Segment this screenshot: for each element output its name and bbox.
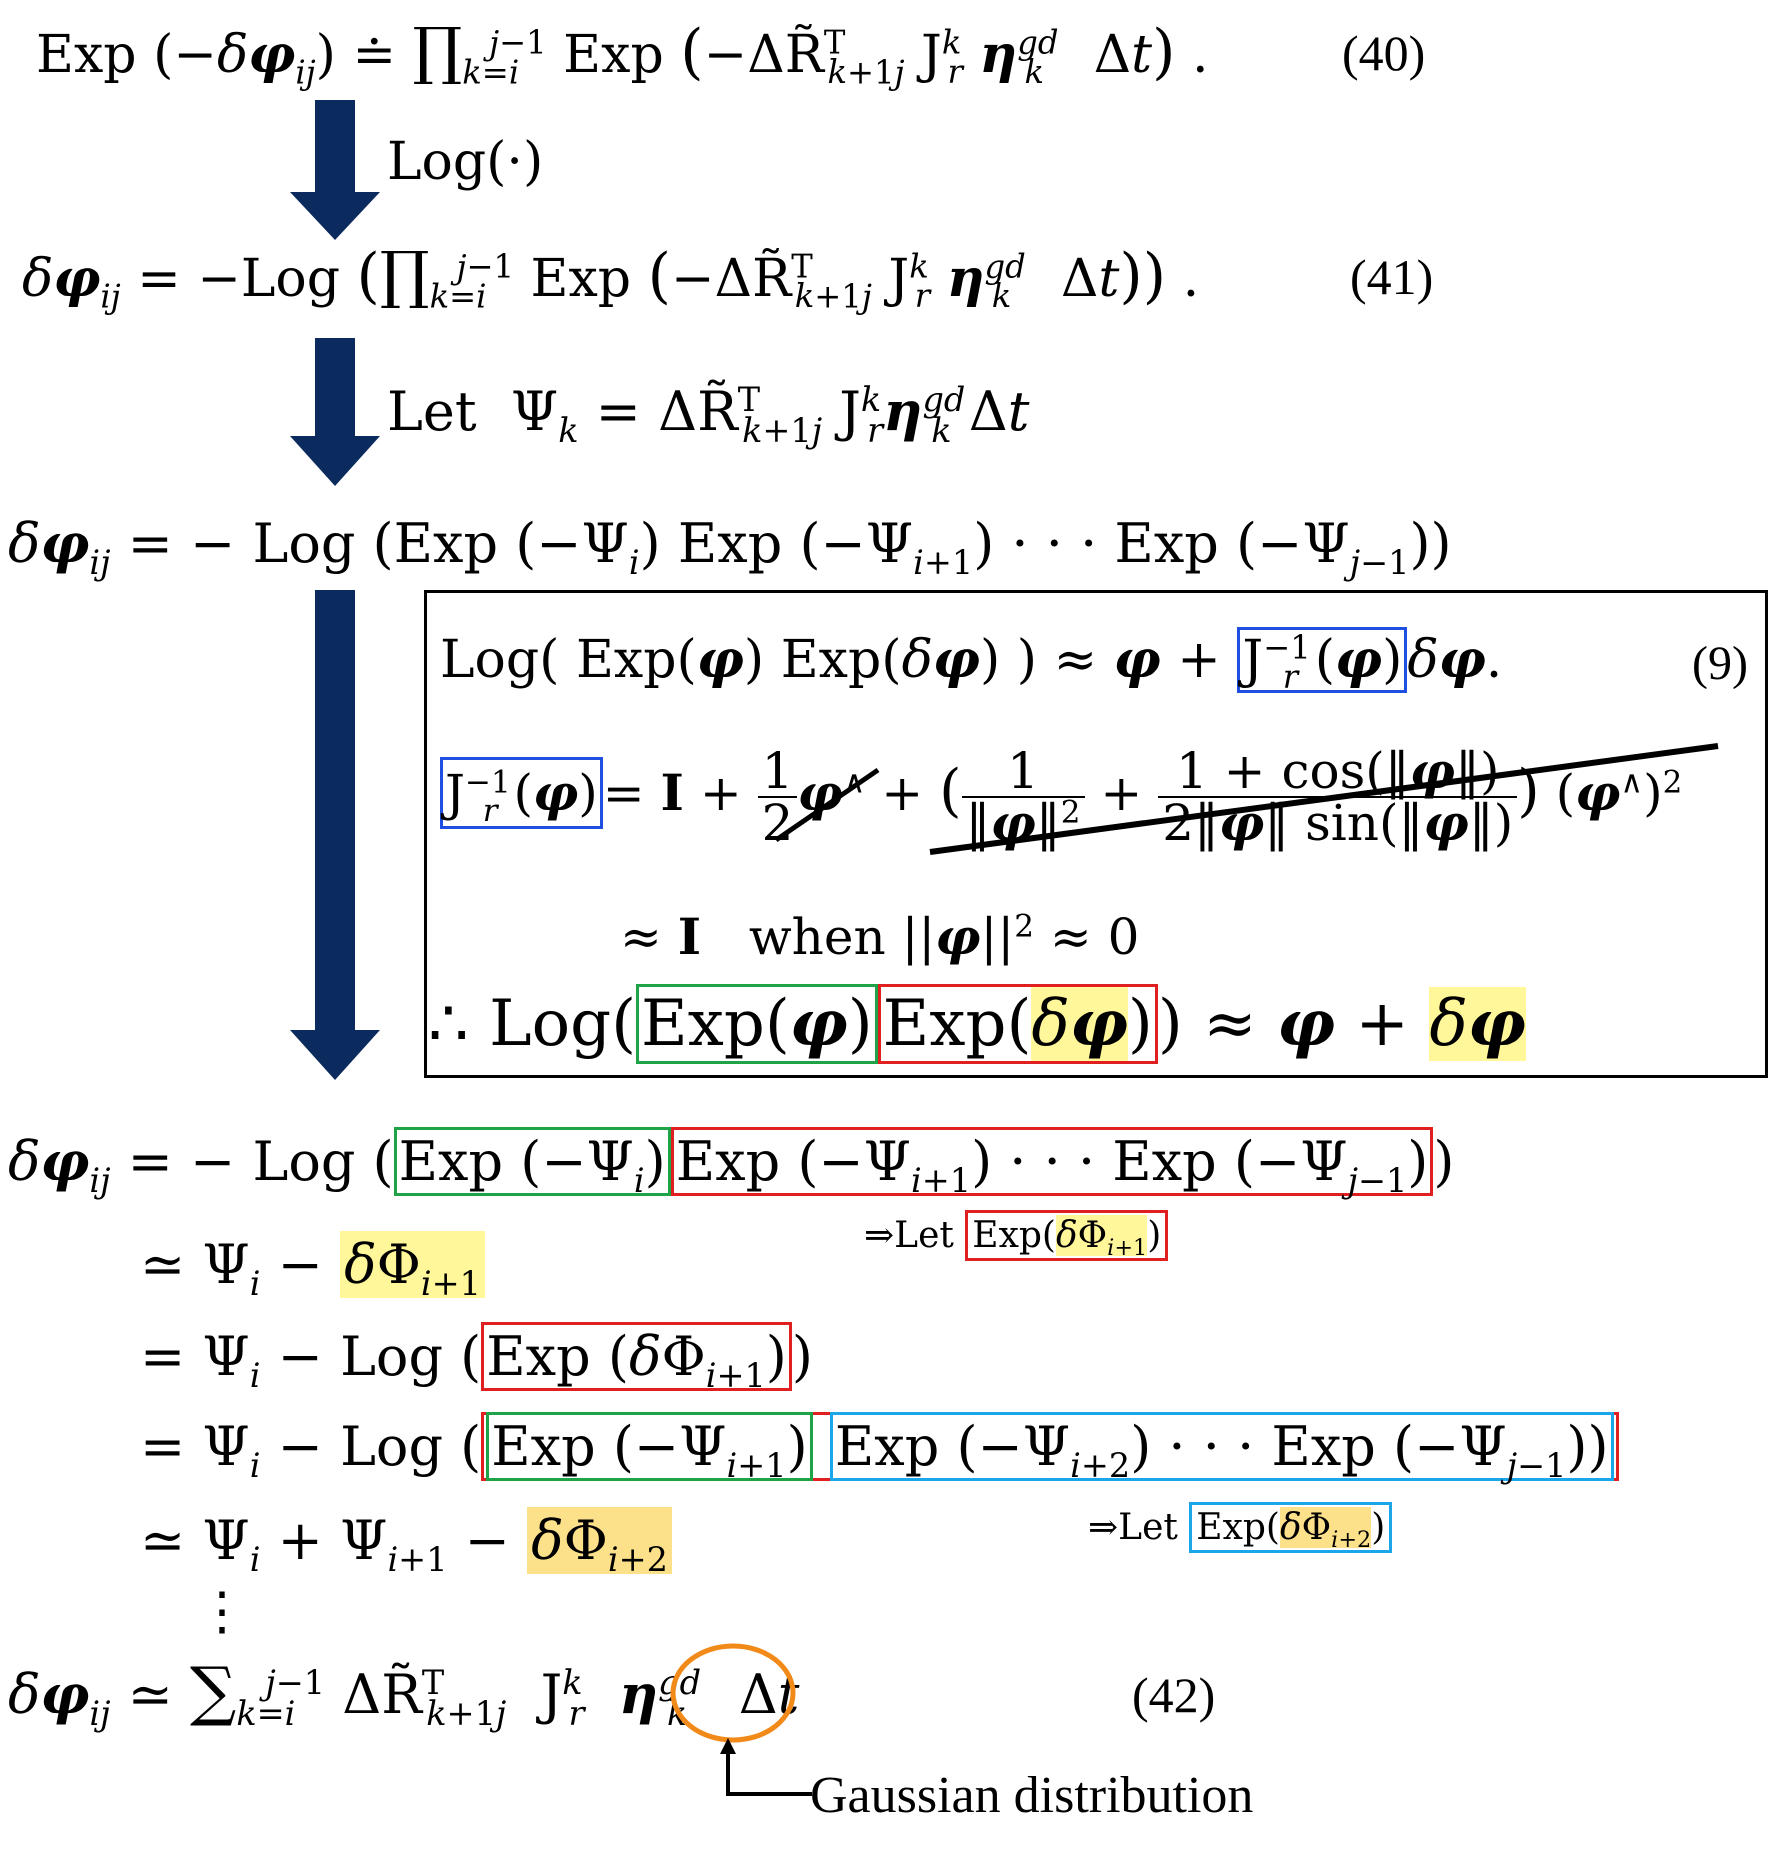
derivation-line-5: ≃ Ψi + Ψi+1 − δΦi+2	[140, 1507, 672, 1576]
let-delta-phi-1: ⇒Let Exp(δΦi+1)	[864, 1210, 1169, 1261]
approx-identity: ≈ I when ||φ||2 ≈ 0	[620, 907, 1140, 966]
equation-number-42: (42)	[1132, 1667, 1216, 1723]
down-arrow-icon	[290, 100, 380, 240]
equation-9: Log( Exp(φ) Exp(δφ) ) ≈ φ + J−1r (φ)δφ.	[440, 627, 1503, 697]
bch-approximation-box	[424, 590, 1768, 1078]
expanded-log-product: δφij = − Log (Exp (−Ψi) Exp (−Ψi+1) · · …	[8, 511, 1452, 582]
pointer-arrow-icon	[720, 1738, 812, 1796]
let-label: Let	[387, 380, 477, 443]
let-delta-phi-2: ⇒Let Exp(δΦi+2)	[1088, 1502, 1393, 1553]
equation-number-41: (41)	[1350, 249, 1434, 305]
let-psi-definition: Let Ψk = ΔR̃Tk+1j Jkrηgdk Δt	[387, 379, 1030, 450]
down-arrow-icon	[290, 338, 380, 486]
equation-number-40: (40)	[1342, 25, 1426, 81]
therefore-result: ∴ Log(Exp(φ)Exp(δφ)) ≈ φ + δφ	[428, 984, 1526, 1064]
let-arrow-label-1: ⇒Let	[864, 1215, 954, 1256]
therefore-symbol: ∴	[428, 987, 469, 1061]
derivation-line-1: δφij = − Log (Exp (−Ψi)Exp (−Ψi+1) · · ·…	[8, 1127, 1455, 1200]
step-log-label: Log(·)	[387, 132, 544, 192]
equation-42: δφij ≃ ∑k=ij−1 ΔR̃Tk+1j Jkr ηgdk Δt	[8, 1654, 800, 1733]
equation-41: δφij = −Log (∏k=ij−1 Exp (−ΔR̃Tk+1j Jkr …	[22, 238, 1200, 316]
strike-through-lines	[774, 743, 1719, 855]
equation-number-9: (9)	[1692, 637, 1748, 690]
equation-40: Exp (−δφij) ≐ ∏k=ij−1 Exp (−ΔR̃Tk+1j Jkr…	[36, 14, 1209, 92]
derivation-line-3: = Ψi − Log (Exp (δΦi+1))	[140, 1322, 813, 1392]
eta-highlight-circle	[670, 1643, 796, 1743]
vertical-ellipsis: ⋮	[196, 1582, 248, 1642]
when-label: when	[748, 908, 886, 966]
derivation-line-4: = Ψi − Log (Exp (−Ψi+1) Exp (−Ψi+2) · · …	[140, 1412, 1619, 1482]
let-arrow-label-2: ⇒Let	[1088, 1507, 1178, 1548]
gaussian-distribution-label: Gaussian distribution	[810, 1767, 1254, 1824]
down-arrow-icon	[290, 590, 380, 1080]
derivation-line-2: ≃ Ψi − δΦi+1	[140, 1231, 485, 1300]
